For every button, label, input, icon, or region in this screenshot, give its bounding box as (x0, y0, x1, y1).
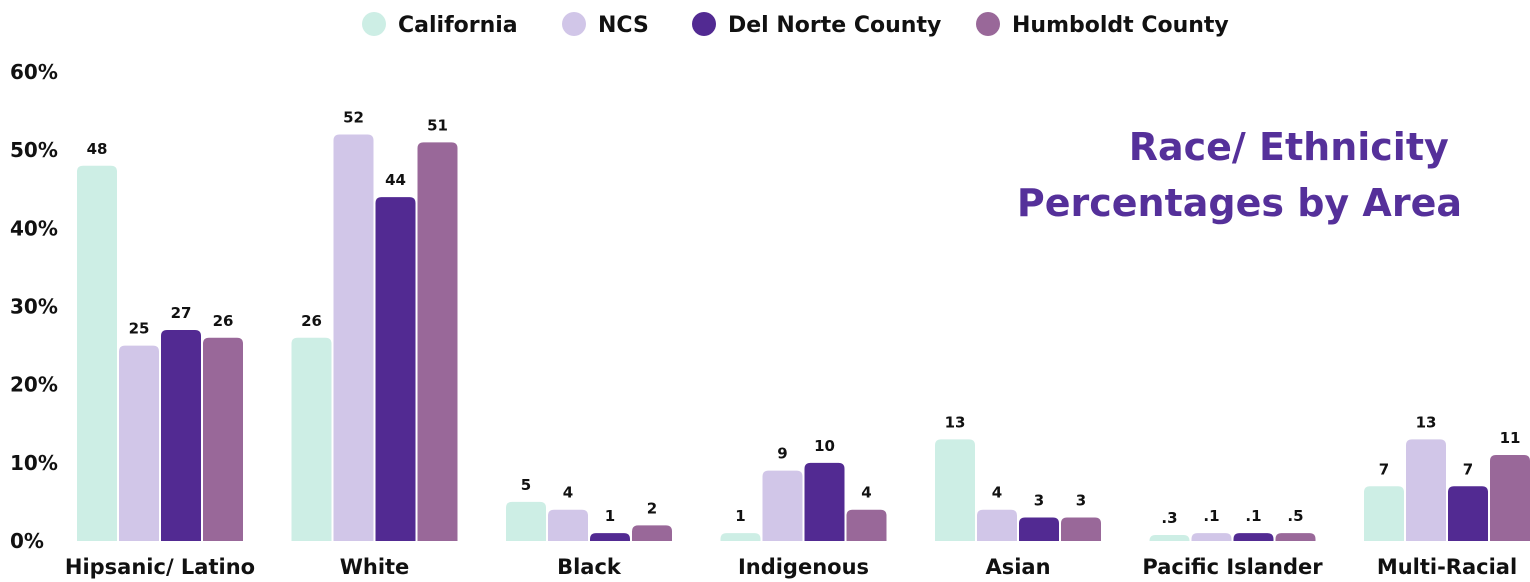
bar (119, 345, 159, 541)
bar (590, 533, 630, 541)
y-tick-label: 10% (10, 451, 58, 475)
bar (1149, 535, 1190, 541)
data-label: 44 (385, 171, 406, 189)
bar (161, 329, 201, 541)
bar (291, 337, 332, 541)
bar (762, 470, 803, 541)
bar (506, 501, 546, 541)
data-label: 1 (735, 507, 745, 525)
data-label: 7 (1463, 460, 1473, 478)
y-tick-label: 40% (10, 216, 58, 240)
bar (417, 142, 458, 541)
x-tick-label: Pacific Islander (1142, 555, 1323, 579)
data-label: 25 (129, 320, 150, 338)
bar (1406, 439, 1446, 541)
y-tick-label: 0% (10, 529, 44, 553)
data-label: .3 (1161, 509, 1177, 527)
bar (1191, 533, 1232, 541)
data-label: .5 (1287, 507, 1303, 525)
y-tick-label: 60% (10, 60, 58, 84)
x-tick-label: Indigenous (738, 555, 869, 579)
legend-label: California (398, 13, 518, 38)
chart-title-line-2: Percentages by Area (1017, 181, 1462, 225)
data-label: 13 (1416, 413, 1437, 431)
bar (720, 533, 761, 541)
x-axis: Hipsanic/ Latino White Black Indigenous Asia… (65, 555, 1517, 579)
chart-title-line-1: Race/ Ethnicity (1129, 125, 1449, 169)
data-label: 7 (1379, 460, 1389, 478)
bar (804, 462, 845, 541)
bar (333, 134, 374, 542)
chart-title: Race/ Ethnicity Percentages by Area (1017, 125, 1462, 225)
x-tick-label: White (340, 555, 410, 579)
data-label: .1 (1245, 507, 1261, 525)
bar (548, 509, 588, 541)
data-label: 9 (777, 445, 787, 463)
bar (846, 509, 887, 541)
x-tick-label: Black (557, 555, 622, 579)
data-label: 13 (945, 413, 966, 431)
data-label: 48 (87, 140, 108, 158)
data-label: 2 (647, 499, 657, 517)
bar (1364, 486, 1404, 541)
bar (203, 337, 243, 541)
data-label: 4 (992, 484, 1002, 502)
legend-label: NCS (598, 13, 649, 38)
data-label: 4 (861, 484, 871, 502)
bar (1061, 517, 1101, 541)
data-label: .1 (1203, 507, 1219, 525)
legend-marker (976, 12, 1000, 36)
bar (935, 439, 975, 541)
legend-label: Humboldt County (1012, 13, 1229, 38)
data-label: 3 (1076, 492, 1086, 510)
data-label: 27 (171, 304, 192, 322)
bar (1233, 533, 1274, 541)
bar (1019, 517, 1059, 541)
x-tick-label: Asian (985, 555, 1050, 579)
data-label: 4 (563, 484, 573, 502)
bar (1448, 486, 1488, 541)
data-labels: 48 25 27 26 26 52 44 51 5 4 1 2 1 9 10 4 13 4 3 3 .3 .1 .1 .5 7 1… (87, 109, 1521, 527)
legend-label: Del Norte County (728, 13, 941, 38)
bar (1490, 455, 1530, 541)
data-label: 10 (814, 437, 835, 455)
data-label: 51 (427, 116, 448, 134)
x-tick-label: Multi-Racial (1377, 555, 1517, 579)
bar (977, 509, 1017, 541)
y-axis: 0% 10% 20% 30% 40% 50% 60% (10, 60, 58, 553)
y-tick-label: 50% (10, 138, 58, 162)
data-label: 1 (605, 507, 615, 525)
legend-marker (562, 12, 586, 36)
data-label: 3 (1034, 492, 1044, 510)
bars (77, 134, 1530, 542)
y-tick-label: 20% (10, 373, 58, 397)
legend-marker (692, 12, 716, 36)
bar (375, 197, 416, 542)
bar (1275, 533, 1316, 541)
y-tick-label: 30% (10, 295, 58, 319)
data-label: 5 (521, 476, 531, 494)
legend: California NCS Del Norte County Humboldt Co… (362, 12, 1229, 38)
bar (632, 525, 672, 541)
x-tick-label: Hipsanic/ Latino (65, 555, 255, 579)
legend-marker (362, 12, 386, 36)
bar (77, 165, 117, 542)
data-label: 52 (343, 109, 364, 127)
data-label: 11 (1500, 429, 1521, 447)
data-label: 26 (301, 312, 322, 330)
data-label: 26 (213, 312, 234, 330)
